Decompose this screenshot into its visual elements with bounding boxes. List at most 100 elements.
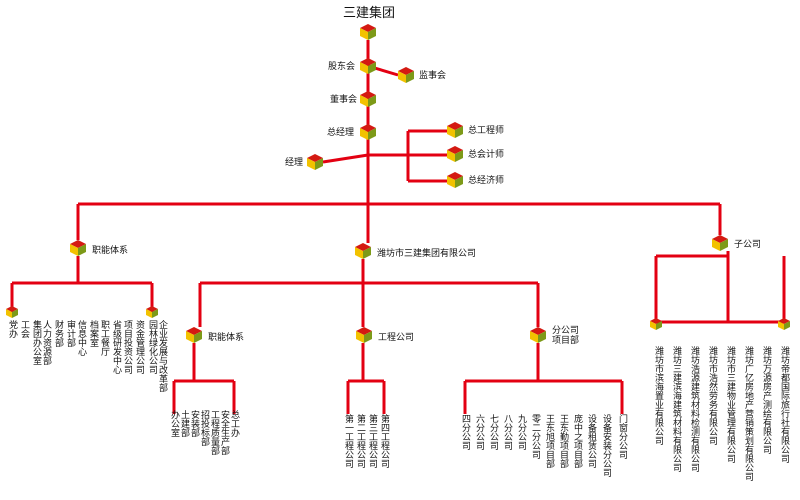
subsidiary-label: 潍坊三建滨海建筑材料有限公司 (671, 346, 681, 472)
sub-department-label: 安装部 (189, 410, 199, 437)
chief-engineer-node (447, 122, 463, 138)
branch-label: 王东勤项目部 (558, 414, 568, 468)
cube-icon (530, 327, 546, 343)
cube-icon (6, 306, 18, 318)
company-node (355, 243, 371, 259)
board-node (360, 91, 376, 107)
subsidiary-label: 潍坊市三建物业管理有限公司 (725, 346, 735, 463)
subsidiary-node (650, 318, 662, 330)
functions-node (70, 240, 86, 256)
branch-label: 四分公司 (460, 414, 470, 450)
chief-economist-label: 总经济师 (468, 176, 505, 186)
branch-label: 设备安装分公司 (601, 414, 611, 477)
cube-icon (355, 243, 371, 259)
department-label: 人力资源部 (41, 320, 51, 365)
department-label: 资金管理公司 (134, 320, 144, 374)
cube-icon (447, 146, 463, 162)
branch-label: 分公司 项目部 (552, 326, 580, 346)
sub-department-label: 招投标部 (199, 410, 209, 446)
branch-label: 设备租赁公司 (586, 414, 596, 468)
cube-icon (70, 240, 86, 256)
cube-icon (650, 318, 662, 330)
department-label: 省级研发中心 (111, 320, 121, 374)
shareholders-label: 股东会 (328, 62, 356, 72)
department-label: 园林绿化公司 (147, 320, 157, 374)
subsidiary-label: 潍坊广亿房地产营销策划有限公司 (743, 346, 753, 481)
sub-department-label: 办公室 (169, 410, 179, 437)
eng-company-label: 第一工程公司 (343, 414, 353, 468)
engineering-label: 工程公司 (378, 333, 415, 343)
branch-label: 门窗分公司 (617, 414, 627, 459)
department-node (146, 306, 158, 318)
sub-department-label: 土建部 (179, 410, 189, 437)
subsidiary-node (778, 318, 790, 330)
shareholders-node (360, 58, 376, 74)
gm-label: 总经理 (327, 128, 355, 138)
cube-icon (186, 327, 202, 343)
subsidiary-label: 潍坊帝都国际旅行社有限公司 (779, 346, 789, 463)
manager-node (307, 154, 323, 170)
sub-department-label: 安全生产部 (219, 410, 229, 455)
sub-department-label: 工程质量部 (209, 410, 219, 455)
supervisors-label: 监事会 (419, 71, 447, 81)
subsidiary-label: 潍坊万源房产测绘有限公司 (761, 346, 771, 454)
cube-icon (360, 91, 376, 107)
department-label: 党办 (7, 320, 17, 338)
branch-node (530, 327, 546, 343)
department-label: 档案室 (88, 320, 98, 347)
cube-icon (447, 122, 463, 138)
chief-accountant-node (447, 146, 463, 162)
department-label: 审计部 (65, 320, 75, 347)
gm-node (360, 124, 376, 140)
cube-icon (356, 327, 372, 343)
department-label: 项目投资公司 (122, 320, 132, 374)
functions-label: 职能体系 (92, 246, 129, 256)
connector-line (322, 153, 369, 164)
branch-label: 八分公司 (502, 414, 512, 450)
branch-label: 零二分公司 (530, 414, 540, 459)
branch-label: 王东旭项目部 (544, 414, 554, 468)
branch-label: 七分公司 (488, 414, 498, 450)
cube-icon (398, 67, 414, 83)
cube-icon (146, 306, 158, 318)
chief-engineer-label: 总工程师 (468, 126, 505, 136)
department-label: 财务部 (53, 320, 63, 347)
eng-company-label: 第三工程公司 (367, 414, 377, 468)
supervisors-node (398, 67, 414, 83)
department-label: 企业发展与改革部 (157, 320, 167, 392)
department-label: 集团办公室 (31, 320, 41, 365)
eng-company-label: 第二工程公司 (355, 414, 365, 468)
department-node (6, 306, 18, 318)
root-node (360, 24, 376, 40)
branch-label: 九分公司 (516, 414, 526, 450)
cube-icon (447, 172, 463, 188)
manager-label: 经理 (285, 158, 304, 168)
sub-functions-node (186, 327, 202, 343)
cube-icon (360, 58, 376, 74)
cube-icon (360, 124, 376, 140)
cube-icon (778, 318, 790, 330)
subsidiaries-node (712, 235, 728, 251)
department-label: 职工餐厅 (99, 320, 109, 356)
eng-company-label: 第四工程公司 (379, 414, 389, 468)
chief-economist-node (447, 172, 463, 188)
company-label: 潍坊市三建集团有限公司 (377, 249, 477, 259)
cube-icon (307, 154, 323, 170)
subsidiary-label: 潍坊浩源建筑材料检测有限公司 (689, 346, 699, 472)
cube-icon (360, 24, 376, 40)
root-title: 三建集团 (343, 6, 396, 21)
subsidiary-label: 潍坊市滨海置业有限公司 (653, 346, 663, 445)
board-label: 董事会 (330, 95, 358, 105)
department-label: 信息中心 (76, 320, 86, 356)
sub-functions-label: 职能体系 (208, 333, 245, 343)
department-label: 工会 (19, 320, 29, 338)
subsidiaries-label: 子公司 (734, 240, 762, 250)
branch-label: 六分公司 (474, 414, 484, 450)
sub-department-label: 总工办 (229, 410, 239, 437)
chief-accountant-label: 总会计师 (468, 150, 505, 160)
engineering-node (356, 327, 372, 343)
branch-label: 庞中之项目部 (572, 414, 582, 468)
cube-icon (712, 235, 728, 251)
subsidiary-label: 潍坊市浩然劳务有限公司 (707, 346, 717, 445)
